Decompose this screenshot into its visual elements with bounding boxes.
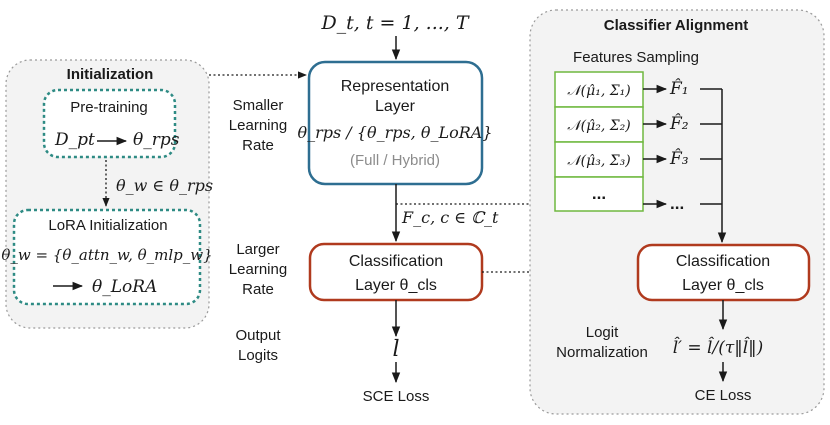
representation-title-line1: Representation <box>341 78 450 95</box>
smaller-lr-line1: Smaller <box>233 97 284 114</box>
pretraining-target: θ_rps <box>133 130 180 150</box>
logit-normalization-line1: Logit <box>586 324 619 341</box>
output-logits-line1: Output <box>235 327 281 344</box>
pretraining-box <box>42 88 177 159</box>
larger-lr-line3: Rate <box>242 281 274 298</box>
distribution-1: 𝒩(μ̂₁, Σ₁) <box>567 83 630 99</box>
normalization-formula: l̂′ = l̂/(τ‖l̂‖) <box>673 337 764 358</box>
aligned-classification-line2: Layer θ_cls <box>682 277 764 294</box>
lora-formula-line2: θ_LoRA <box>92 277 157 297</box>
distribution-ellipsis: ... <box>592 184 606 203</box>
lora-title: LoRA Initialization <box>48 217 167 234</box>
distribution-column <box>554 71 644 212</box>
ce-loss: CE Loss <box>695 387 752 404</box>
initialization-title: Initialization <box>67 66 154 83</box>
input-label: D_t, t = 1, ..., T <box>320 12 469 34</box>
pretraining-source: D_pt <box>54 130 95 150</box>
classification-line1: Classification <box>349 253 443 270</box>
lora-formula-line1: θ_w = {θ_attn_w, θ_mlp_w} <box>1 246 212 264</box>
feature-1: F̂₁ <box>669 79 689 99</box>
representation-formula: θ_rps / {θ_rps, θ_LoRA} <box>297 123 492 142</box>
features-sampling-title: Features Sampling <box>573 49 699 66</box>
larger-lr-line1: Larger <box>236 241 279 258</box>
feature-3: F̂₃ <box>669 149 689 169</box>
representation-title-line2: Layer <box>375 98 416 115</box>
logit-normalization-line2: Normalization <box>556 344 648 361</box>
alignment-title: Classifier Alignment <box>604 17 748 34</box>
sce-loss: SCE Loss <box>363 388 430 405</box>
representation-mode: (Full / Hybrid) <box>350 152 440 169</box>
theta-w-label: θ_w ∈ θ_rps <box>116 176 213 195</box>
aligned-classification-line1: Classification <box>676 253 770 270</box>
distribution-2: 𝒩(μ̂₂, Σ₂) <box>567 118 630 134</box>
output-logits-line2: Logits <box>238 347 278 364</box>
smaller-lr-line2: Learning <box>229 117 287 134</box>
classification-line2: Layer θ_cls <box>355 277 437 294</box>
lora-initialization-box <box>12 208 202 306</box>
smaller-lr-line3: Rate <box>242 137 274 154</box>
distribution-3: 𝒩(μ̂₃, Σ₃) <box>567 153 630 169</box>
feature-2: F̂₂ <box>669 114 689 134</box>
logit-symbol: l <box>392 337 399 362</box>
features-label: F_c, c ∈ ℂ_t <box>401 208 499 227</box>
larger-lr-line2: Learning <box>229 261 287 278</box>
feature-ellipsis: ... <box>670 194 684 213</box>
pretraining-title: Pre-training <box>70 99 148 116</box>
distribution-cell-4 <box>554 176 644 212</box>
